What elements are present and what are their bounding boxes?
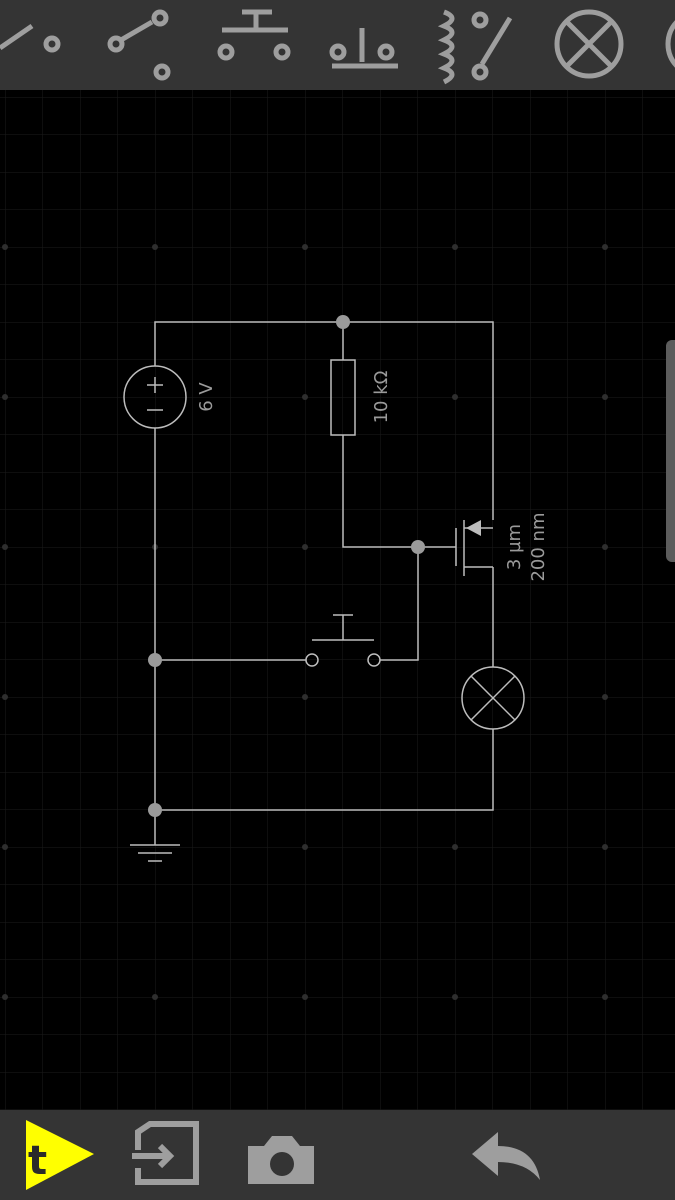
camera-icon[interactable] (246, 1110, 326, 1200)
pushbutton-no-icon[interactable] (212, 0, 292, 90)
lamp[interactable] (461, 666, 525, 730)
schematic-canvas[interactable]: 6 V 10 kΩ 3 µm 200 nm (0, 90, 675, 1110)
component-toolbar (0, 0, 675, 90)
drawer-handle[interactable] (666, 340, 675, 562)
lamp-icon[interactable] (552, 0, 632, 90)
pushbutton-nc-icon[interactable] (326, 0, 406, 90)
partial-icon[interactable] (660, 0, 675, 90)
mosfet-length-label: 200 nm (528, 512, 549, 581)
mosfet-arrow (466, 520, 481, 536)
grid-dots (2, 244, 608, 1000)
voltage-source[interactable] (123, 365, 187, 429)
export-icon[interactable] (130, 1110, 210, 1200)
wires (154, 321, 494, 845)
push-button[interactable] (305, 614, 381, 667)
undo-icon[interactable] (468, 1110, 548, 1200)
svg-text:t: t (28, 1138, 47, 1184)
resistor-value-label: 10 kΩ (371, 370, 392, 423)
mosfet-width-label: 3 µm (504, 524, 525, 570)
bottom-toolbar: t (0, 1110, 675, 1200)
text-tool-icon[interactable]: t (22, 1110, 102, 1200)
junction-nodes (148, 315, 425, 817)
resistor[interactable] (330, 359, 356, 436)
ground[interactable] (130, 844, 180, 862)
source-voltage-label: 6 V (196, 382, 217, 412)
spdt-switch-icon[interactable] (100, 0, 180, 90)
relay-icon[interactable] (438, 0, 518, 90)
spst-switch-icon[interactable] (0, 0, 80, 90)
